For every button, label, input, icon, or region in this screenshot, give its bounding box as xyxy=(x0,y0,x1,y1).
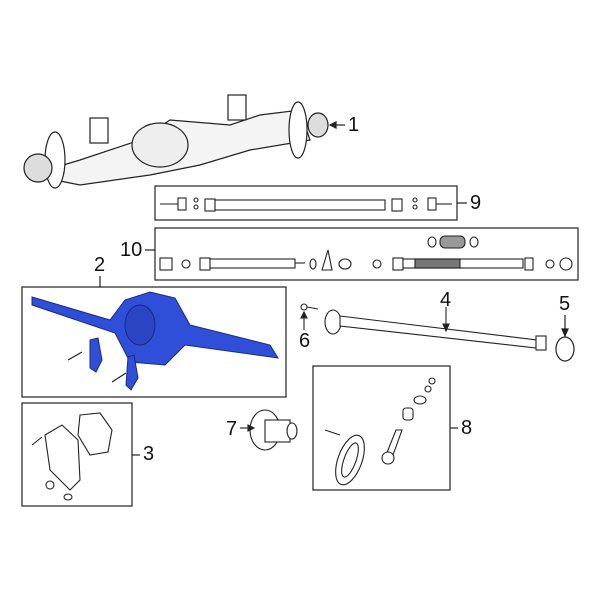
callout-8[interactable]: 8 xyxy=(461,417,473,439)
callout-5[interactable]: 5 xyxy=(559,293,571,315)
callout-4[interactable]: 4 xyxy=(440,289,452,311)
axle-shaft-drawing[interactable] xyxy=(324,307,547,351)
callout-1[interactable]: 1 xyxy=(348,114,360,136)
axle-assembly-drawing[interactable] xyxy=(23,94,345,189)
bolt-drawing[interactable] xyxy=(300,303,319,330)
differential-cover-drawing[interactable] xyxy=(31,412,113,501)
callout-7[interactable]: 7 xyxy=(226,418,238,440)
callout-3[interactable]: 3 xyxy=(143,443,155,465)
axle-housing-drawing[interactable] xyxy=(31,291,279,391)
drive-shaft-rear-drawing[interactable] xyxy=(159,235,573,271)
callout-2[interactable]: 2 xyxy=(94,254,106,276)
drive-shaft-front-drawing[interactable] xyxy=(160,197,452,212)
part-10-box xyxy=(154,227,579,281)
callout-9[interactable]: 9 xyxy=(470,192,482,214)
differential-carrier-drawing[interactable] xyxy=(240,409,298,451)
callout-10[interactable]: 10 xyxy=(120,239,143,261)
part-2-box xyxy=(21,286,287,398)
callout-6[interactable]: 6 xyxy=(299,330,311,352)
part-8-box xyxy=(312,365,451,491)
seal-ring-drawing[interactable] xyxy=(555,315,575,362)
ring-pinion-drawing[interactable] xyxy=(324,377,436,489)
